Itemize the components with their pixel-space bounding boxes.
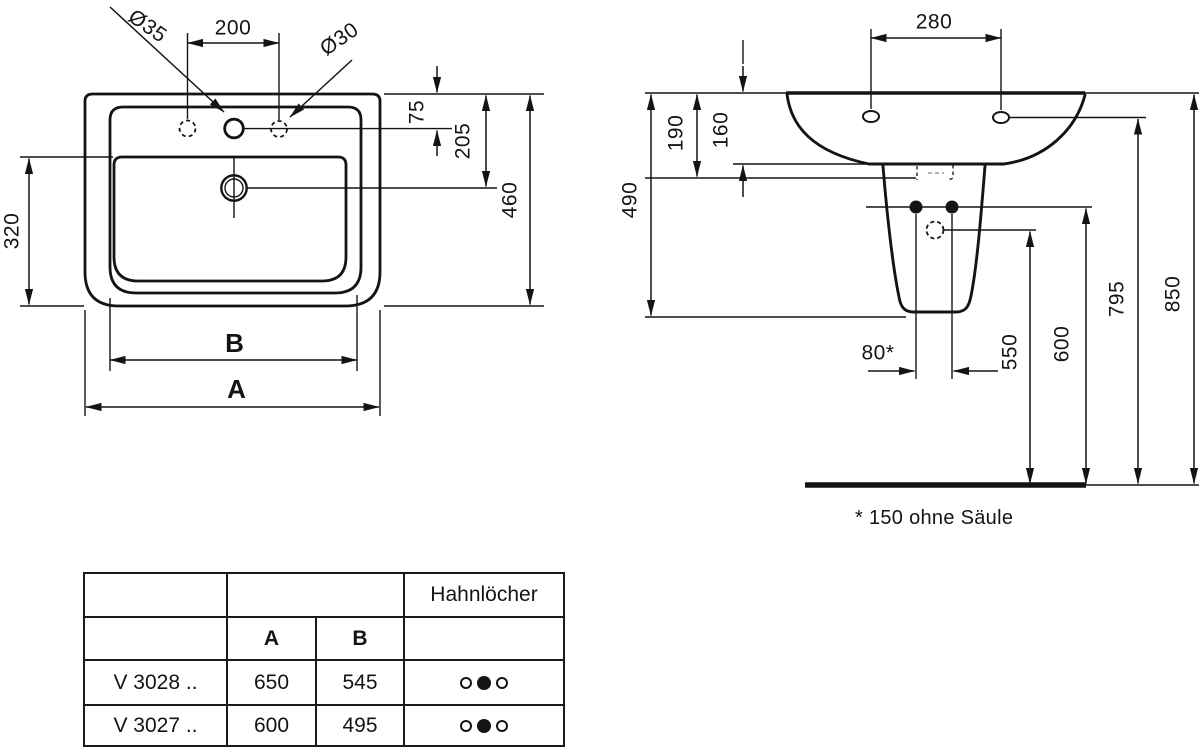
overflow-detail (916, 165, 954, 180)
siphon-hole-icon (925, 220, 945, 240)
dim-190-label: 190 (665, 115, 688, 152)
dim-200-label: 200 (215, 17, 252, 40)
dim-80-label: 80* (861, 342, 894, 365)
dia35-leader-line (109, 6, 225, 113)
value-a-cell: 650 (226, 659, 317, 706)
col-header-a: A (226, 616, 317, 661)
empty-cell (83, 616, 228, 661)
tap-hole-open-icon (496, 676, 508, 689)
dim-600-label: 600 (1051, 326, 1074, 363)
tap-hole-open-icon (496, 719, 508, 732)
dim-795-label: 795 (1106, 281, 1129, 318)
faucet-hole-center-icon (223, 117, 245, 140)
dim-75-label: 75 (406, 100, 429, 124)
value-a-cell: 600 (226, 704, 317, 747)
dim-A-label: A (227, 374, 247, 404)
dim-320-label: 320 (1, 213, 24, 250)
dimension-drawing: Ø35 200 Ø30 75 205 460 320 B A (1, 5, 1199, 529)
dim-280-label: 280 (916, 11, 953, 34)
tap-hole-open-icon (460, 676, 472, 689)
dim-205-label: 205 (452, 123, 475, 160)
empty-cell (226, 572, 405, 618)
dia30-leader-line (289, 59, 353, 118)
value-b-cell: 495 (315, 704, 405, 747)
basin-profile-outline (785, 92, 1087, 166)
table-header-row: Hahnlöcher (83, 572, 565, 618)
dim-550-label: 550 (999, 334, 1022, 371)
pedestal-outline (881, 164, 987, 314)
dim-B-label: B (225, 328, 245, 358)
hahnloecher-icons (403, 659, 565, 706)
basin-rim-outline (108, 105, 363, 295)
rim-fixing-hole-right-icon (992, 111, 1010, 124)
dia30-label: Ø30 (316, 18, 363, 60)
dim-460-label: 460 (499, 182, 522, 219)
basin-plan-view: Ø35 200 Ø30 75 205 460 320 B A (1, 5, 544, 416)
model-cell: V 3028 .. (83, 659, 228, 706)
dim-490-label: 490 (619, 182, 642, 219)
tap-hole-open-icon (460, 719, 472, 732)
col-header-b: B (315, 616, 405, 661)
basin-side-view: 280 490 190 160 80* 550 600 795 850 * 15… (619, 11, 1199, 529)
table-row: V 3027 .. 600 495 (83, 704, 565, 747)
hahnloecher-header: Hahnlöcher (403, 572, 565, 618)
basin-outer-outline (83, 92, 382, 308)
empty-cell (83, 572, 228, 618)
rim-fixing-hole-left-icon (862, 110, 880, 123)
tap-hole-filled-icon (477, 718, 491, 733)
footnote: * 150 ohne Säule (855, 507, 1013, 529)
dim-850-label: 850 (1162, 276, 1185, 313)
model-cell: V 3027 .. (83, 704, 228, 747)
table-row: V 3028 .. 650 545 (83, 659, 565, 706)
dim-160-label: 160 (710, 112, 733, 149)
table-subheader-row: A B (83, 616, 565, 661)
faucet-hole-left-icon (178, 119, 197, 138)
value-b-cell: 545 (315, 659, 405, 706)
spec-table: Hahnlöcher A B V 3028 .. 650 545 V 3027 … (83, 572, 565, 747)
basin-bowl-outline (112, 155, 348, 283)
tap-hole-filled-icon (477, 675, 491, 690)
hahnloecher-icons (403, 704, 565, 747)
empty-cell (403, 616, 565, 661)
